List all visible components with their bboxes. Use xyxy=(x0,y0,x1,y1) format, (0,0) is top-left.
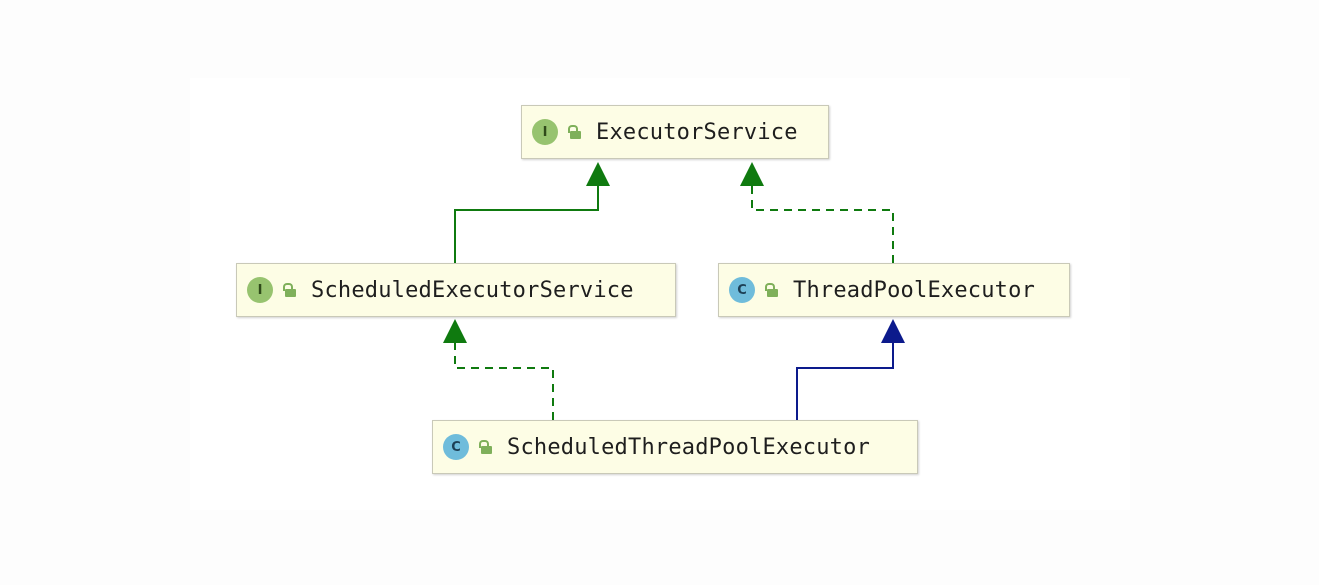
edge-thread-pool-executor-to-executor-service xyxy=(751,185,894,263)
node-scheduled-thread-pool-executor[interactable]: C ScheduledThreadPoolExecutor xyxy=(432,420,918,474)
node-label: ThreadPoolExecutor xyxy=(793,277,1036,303)
class-icon: C xyxy=(729,277,755,303)
node-scheduled-executor-service[interactable]: I ScheduledExecutorService xyxy=(236,263,676,317)
node-thread-pool-executor[interactable]: C ThreadPoolExecutor xyxy=(718,263,1070,317)
public-lock-icon xyxy=(281,282,297,298)
public-lock-icon xyxy=(477,439,493,455)
node-label: ScheduledThreadPoolExecutor xyxy=(507,434,871,460)
edge-scheduled-executor-service-to-executor-service xyxy=(454,185,599,263)
interface-icon: I xyxy=(247,277,273,303)
node-executor-service[interactable]: I ExecutorService xyxy=(521,105,829,159)
edge-scheduled-thread-pool-executor-to-scheduled-executor-service xyxy=(454,342,554,420)
arrowhead-extends-executor-service xyxy=(586,162,610,186)
node-label: ScheduledExecutorService xyxy=(311,277,634,303)
arrowhead-extends-thread-pool-executor xyxy=(881,319,905,343)
edge-scheduled-thread-pool-executor-to-thread-pool-executor xyxy=(796,342,894,420)
public-lock-icon xyxy=(763,282,779,298)
class-icon: C xyxy=(443,434,469,460)
arrowhead-implements-scheduled-executor-service xyxy=(443,319,467,343)
node-label: ExecutorService xyxy=(596,119,798,145)
arrowhead-implements-executor-service xyxy=(740,162,764,186)
public-lock-icon xyxy=(566,124,582,140)
interface-icon: I xyxy=(532,119,558,145)
